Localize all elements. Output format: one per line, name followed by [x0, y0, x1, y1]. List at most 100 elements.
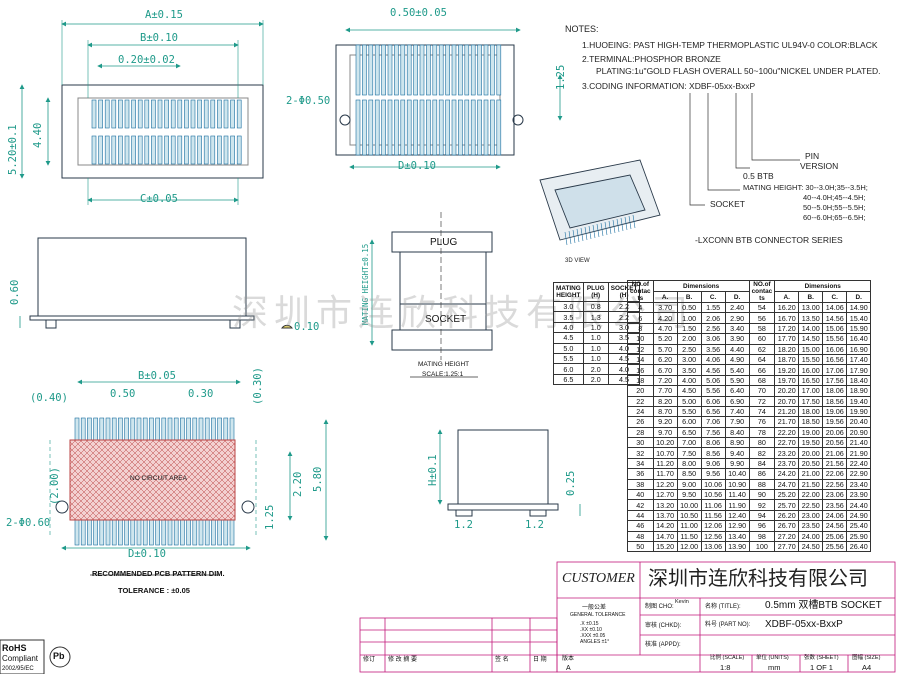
pin — [164, 99, 169, 129]
dim-d: D±0.10 — [398, 160, 436, 172]
pin — [470, 99, 476, 156]
tolerance-row: ANGLES ±1° — [580, 639, 610, 645]
dim-12b: 1.2 — [525, 519, 544, 531]
pin — [445, 44, 450, 96]
approve-label: 核准 (APPD): — [645, 642, 681, 648]
table-cell: 18.90 — [846, 385, 872, 397]
pin — [190, 135, 196, 165]
table-cell: 15.06 — [822, 322, 848, 335]
table-cell: 25.70 — [774, 499, 800, 511]
table-cell: 5.00 — [676, 395, 702, 407]
dims-letter: B. — [798, 291, 824, 303]
table-cell: 8.70 — [652, 405, 678, 418]
table-cell: 11.70 — [652, 468, 678, 480]
table-cell: 5.20 — [652, 333, 678, 345]
pin — [419, 44, 425, 96]
table-cell: 9.20 — [652, 416, 678, 428]
table-cell: 25.40 — [846, 520, 872, 532]
table-cell: 98 — [748, 530, 776, 543]
table-cell: 1.3 — [582, 311, 609, 323]
table-cell: 46 — [627, 520, 654, 532]
table-cell: 21.00 — [798, 468, 824, 480]
table-cell: 19.70 — [774, 374, 800, 387]
table-cell: 15.90 — [846, 322, 872, 335]
table-cell: 11.40 — [724, 489, 750, 501]
table-cell: 16.50 — [798, 374, 824, 387]
table-cell: 6.56 — [700, 405, 726, 418]
table-cell: 13.70 — [652, 509, 678, 522]
pin — [620, 217, 624, 232]
pin — [387, 44, 393, 96]
table-cell: 8.40 — [724, 426, 750, 439]
table-cell: 5.0 — [553, 342, 584, 354]
table-cell: 14.00 — [798, 322, 824, 335]
coding-version: VERSION — [800, 161, 839, 171]
table-cell: 5.50 — [676, 405, 702, 418]
pin — [217, 135, 222, 165]
table-cell: 25.06 — [822, 530, 848, 543]
table-cell: 2.06 — [700, 312, 726, 324]
dims-letter: B. — [676, 291, 702, 303]
pcb-h220: 2.20 — [292, 471, 304, 497]
table-cell: 17.40 — [846, 353, 872, 366]
table-cell: 92 — [748, 499, 776, 511]
pin — [374, 44, 380, 96]
table-cell: 9.56 — [700, 468, 726, 480]
table-cell: 14.20 — [652, 520, 678, 532]
pin — [426, 44, 431, 96]
pin — [91, 135, 97, 165]
table-cell: 16.00 — [798, 364, 824, 376]
table-cell: 15.20 — [652, 540, 678, 553]
pin — [432, 99, 438, 156]
general-tol-en: GENERAL TOLERANCE — [570, 612, 626, 618]
pcb-h200: (2.00) — [49, 467, 61, 505]
table-cell: 27.70 — [774, 540, 800, 553]
table-cell: 21.40 — [846, 437, 872, 449]
check-label: 审核 (CHKD): — [645, 623, 682, 629]
pin — [157, 99, 163, 129]
pin — [451, 99, 457, 156]
pin — [406, 44, 412, 96]
table-cell: 0.8 — [582, 300, 609, 313]
pcb-p040: (0.40) — [30, 392, 68, 404]
pcb-title: RECOMMENDED PCB PATTERN DIM. — [92, 569, 225, 578]
table-cell: 4.00 — [676, 374, 702, 387]
table-cell: 18.56 — [822, 395, 848, 407]
pcb-d: D±0.10 — [128, 548, 166, 560]
table-cell: 9.50 — [676, 489, 702, 501]
table-cell: 20.40 — [846, 416, 872, 428]
table-cell: 10.40 — [724, 468, 750, 480]
mating-col-0: MATING HEIGHT — [553, 282, 584, 302]
pin — [496, 99, 502, 156]
table-cell: 76 — [748, 416, 776, 428]
table-cell: 4.56 — [700, 364, 726, 376]
table-cell: 74 — [748, 405, 776, 418]
table-cell: 7.90 — [724, 416, 750, 428]
table-cell: 80 — [748, 437, 776, 449]
table-cell: 17.06 — [822, 364, 848, 376]
table-cell: 3.00 — [676, 353, 702, 366]
table-cell: 6.00 — [676, 416, 702, 428]
table-cell: 10.00 — [676, 499, 702, 511]
table-cell: 7.70 — [652, 385, 678, 397]
table-cell: 18.20 — [774, 343, 800, 355]
table-cell: 14.50 — [798, 333, 824, 345]
table-cell: 11.06 — [700, 499, 726, 511]
table-cell: 12 — [627, 343, 654, 355]
table-cell: 22.90 — [846, 468, 872, 480]
table-cell: 1.50 — [676, 322, 702, 335]
dim-c: C±0.05 — [140, 193, 178, 205]
rohs-label: RoHS — [2, 643, 27, 653]
table-cell: 13.40 — [724, 530, 750, 543]
table-cell: 6.5 — [553, 373, 584, 386]
table-cell: 12.70 — [652, 489, 678, 501]
table-cell: 18 — [627, 374, 654, 387]
pcb-p030: 0.30 — [188, 388, 214, 400]
dim-h: H±0.1 — [427, 454, 439, 486]
table-cell: 1.0 — [582, 342, 609, 354]
table-cell: 84 — [748, 457, 776, 470]
